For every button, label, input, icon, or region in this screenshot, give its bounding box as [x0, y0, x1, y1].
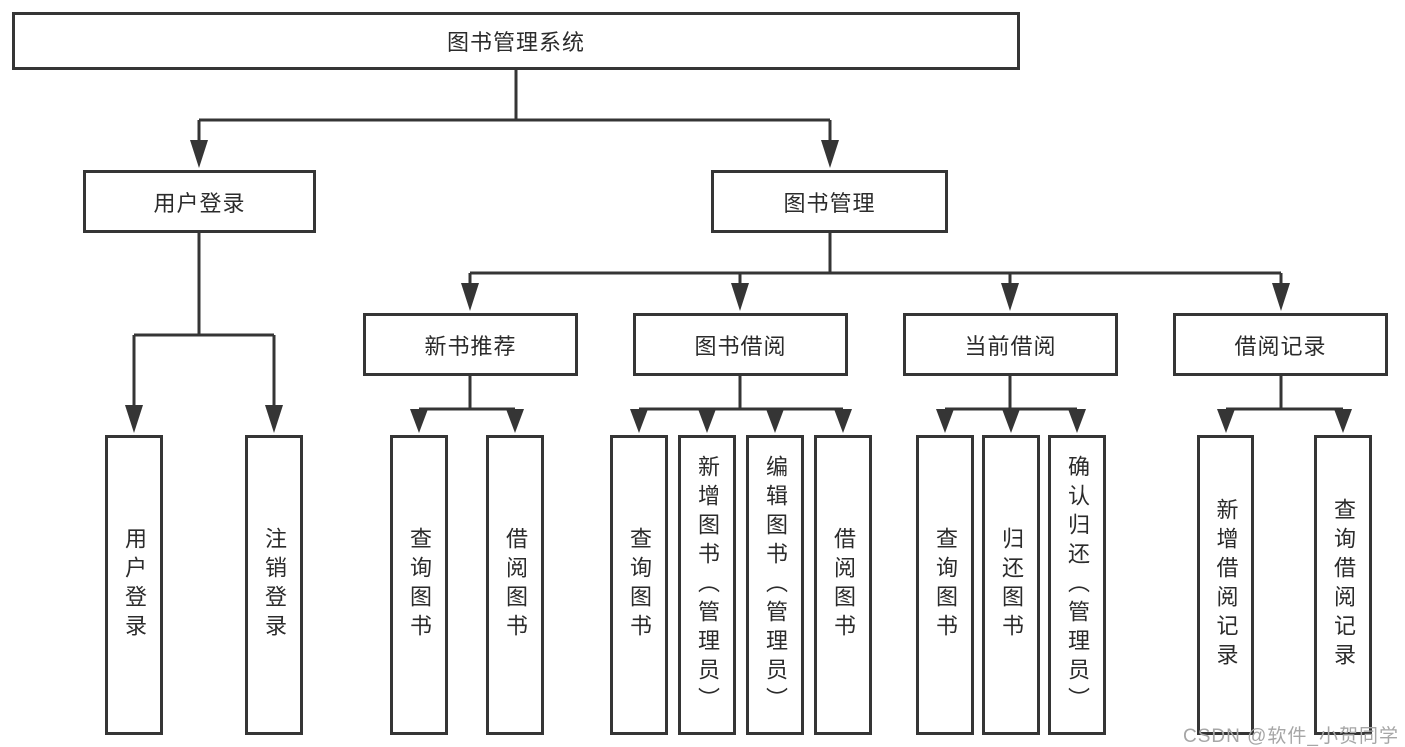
leaf-query-books-current: 查询图书	[916, 435, 974, 735]
arrowheads	[125, 140, 1352, 433]
node-library-management-system: 图书管理系统	[12, 12, 1020, 70]
node-user-login-branch: 用户登录	[83, 170, 316, 233]
leaf-borrow-books-recommend: 借阅图书	[486, 435, 544, 735]
leaf-user-login: 用户登录	[105, 435, 163, 735]
leaf-borrow-books: 借阅图书	[814, 435, 872, 735]
csdn-watermark: CSDN @软件_小贺同学	[1183, 726, 1399, 747]
leaf-edit-books-admin: 编辑图书（管理员）	[746, 435, 804, 735]
node-current-borrowing: 当前借阅	[903, 313, 1118, 376]
node-borrowing-records: 借阅记录	[1173, 313, 1388, 376]
leaf-add-books-admin: 新增图书（管理员）	[678, 435, 736, 735]
node-book-management-branch: 图书管理	[711, 170, 948, 233]
node-new-book-recommendation: 新书推荐	[363, 313, 578, 376]
leaf-add-borrow-record: 新增借阅记录	[1197, 435, 1254, 735]
leaf-return-books: 归还图书	[982, 435, 1040, 735]
leaf-query-books-recommend: 查询图书	[390, 435, 448, 735]
leaf-query-books-borrow: 查询图书	[610, 435, 668, 735]
node-book-borrowing: 图书借阅	[633, 313, 848, 376]
leaf-confirm-return-admin: 确认归还（管理员）	[1048, 435, 1106, 735]
leaf-query-borrow-record: 查询借阅记录	[1314, 435, 1372, 735]
leaf-logout: 注销登录	[245, 435, 303, 735]
